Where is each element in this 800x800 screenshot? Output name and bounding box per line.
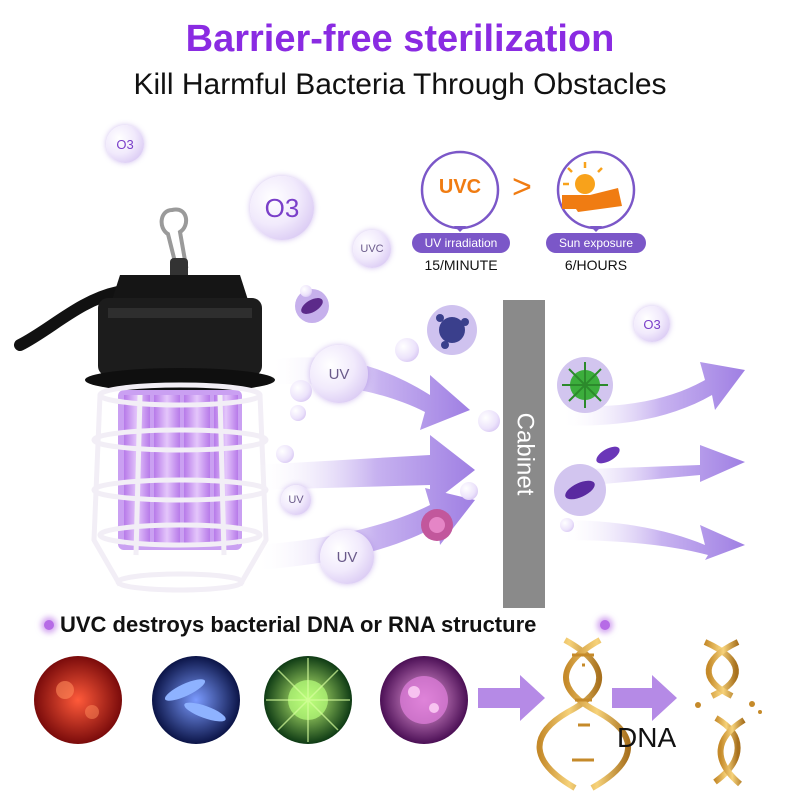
bacteria-icon-purple-right (554, 464, 606, 516)
uv-irradiation-pill: UV irradiation (412, 233, 510, 253)
page-subtitle: Kill Harmful Bacteria Through Obstacles (133, 68, 667, 101)
decor-bubble (478, 410, 500, 432)
cabinet-label-wrap: Cabinet (503, 300, 545, 608)
uvc-circle-label: UVC (438, 176, 482, 198)
decor-bubble (276, 445, 294, 463)
ozone-bubble-right: O3 (634, 306, 670, 342)
caption-dot-right (600, 620, 610, 630)
uvc-bubble-small: UVC (353, 230, 391, 268)
decor-bubble (460, 482, 478, 500)
cabinet-label: Cabinet (511, 412, 539, 496)
page-title: Barrier-free sterilization (185, 18, 615, 60)
virus-icon-blue (427, 305, 477, 355)
decor-bubble (395, 338, 419, 362)
uv-rate: 15/MINUTE (424, 257, 498, 273)
decor-bubble (300, 285, 312, 297)
uv-arrows-right (560, 362, 745, 560)
bacteria-icon-small (596, 446, 620, 464)
dna-helix-broken-icon (695, 639, 762, 787)
decor-bubble (560, 518, 574, 532)
lamp-hook (159, 207, 189, 280)
ozone-bubble-small: O3 (106, 125, 144, 163)
caption-dot-left (44, 620, 54, 630)
virus-icon-purple (295, 289, 329, 323)
bacteria-icon-pink (421, 509, 453, 541)
sun-exposure-pill: Sun exposure (546, 233, 646, 253)
sun-rate: 6/HOURS (564, 257, 628, 273)
process-arrow-1 (478, 675, 545, 721)
decor-bubble (290, 380, 312, 402)
uv-bubble-3: UV (320, 530, 374, 584)
ozone-bubble-large: O3 (250, 176, 314, 240)
germ-green (264, 656, 352, 744)
decor-bubble (290, 405, 306, 421)
cabinet-barrier (503, 300, 545, 608)
germ-red (34, 656, 122, 744)
germ-pink (380, 656, 468, 744)
uv-bubble-2: UV (281, 485, 311, 515)
lamp-cage (91, 382, 269, 593)
germ-blue (152, 656, 240, 744)
lamp-cable (14, 286, 124, 351)
dna-helix-intact-icon (536, 637, 631, 791)
virus-icon-green (557, 357, 613, 413)
sun-exposure-icon (556, 150, 636, 232)
uv-bubble-1: UV (310, 345, 368, 403)
uvc-circle-icon (420, 150, 500, 232)
dna-label: DNA (617, 722, 677, 753)
process-arrow-2 (612, 675, 677, 721)
compare-sign: > (512, 168, 532, 206)
uvc-caption: UVC destroys bacterial DNA or RNA struct… (60, 612, 537, 637)
